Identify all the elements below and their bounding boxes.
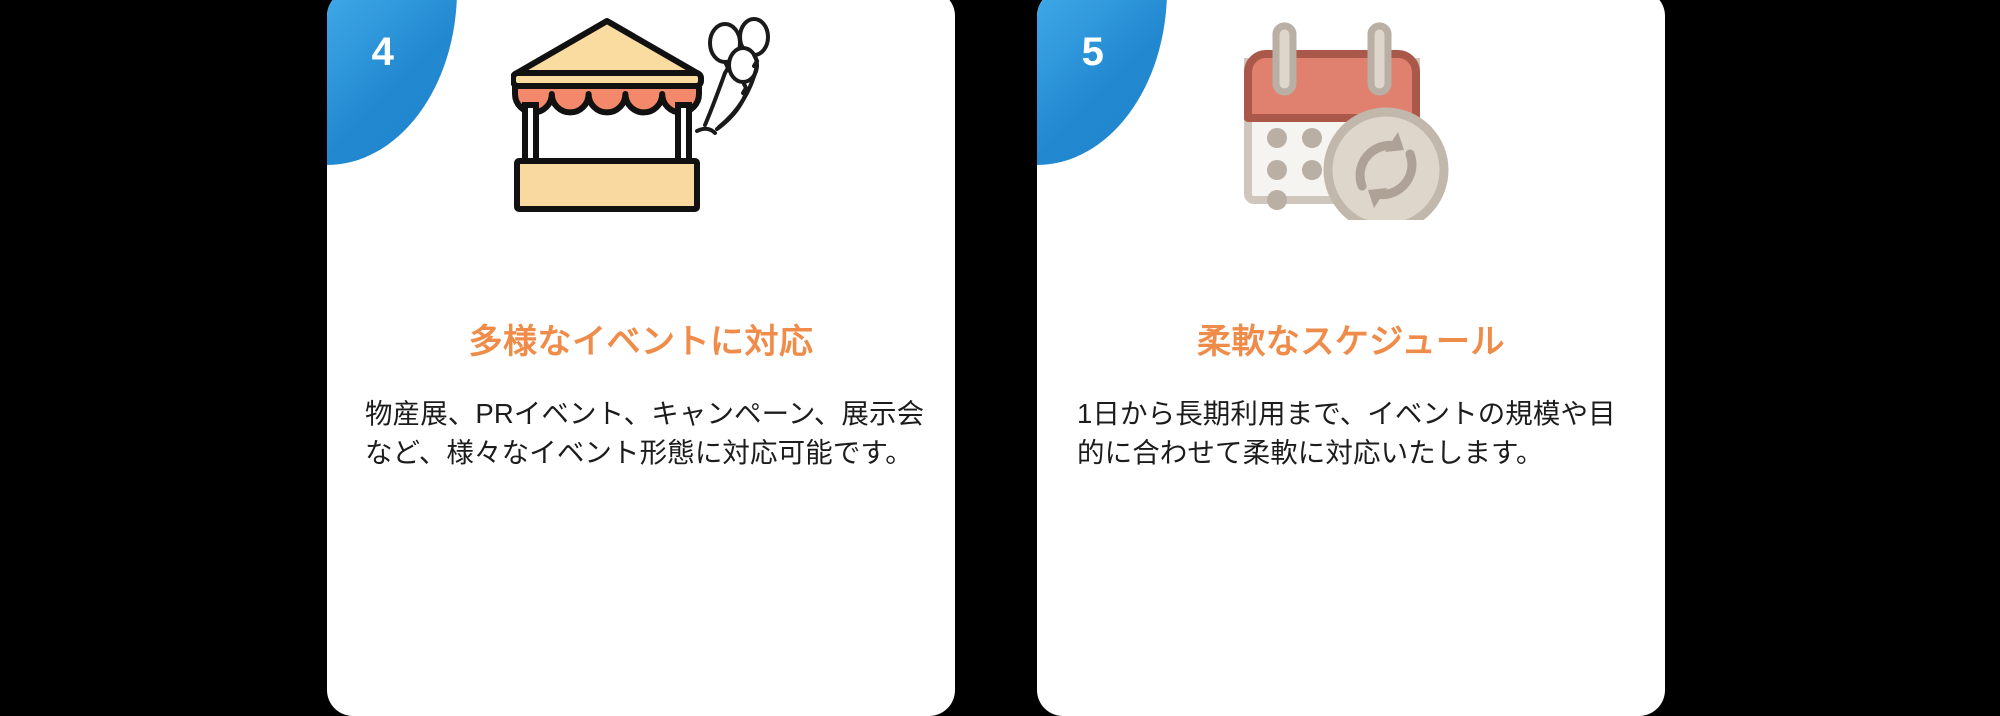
card-description: 物産展、PRイベント、キャンペーン、展示会など、様々なイベント形態に対応可能です… bbox=[365, 398, 925, 469]
market-stall-graphic bbox=[511, 17, 770, 212]
card-number-label: 5 bbox=[1081, 30, 1105, 74]
card-number-badge: 4 bbox=[327, 0, 457, 165]
feature-card[interactable]: 5 bbox=[1037, 0, 1665, 716]
card-description: 1日から長期利用まで、イベントの規模や目的に合わせて柔軟に対応いたします。 bbox=[1077, 398, 1616, 469]
calendar-refresh-icon bbox=[1037, 0, 1665, 230]
card-title: 柔軟なスケジュール bbox=[1196, 323, 1506, 361]
market-stall-icon bbox=[327, 0, 955, 230]
card-number-label: 4 bbox=[371, 30, 395, 74]
feature-card[interactable]: 4 bbox=[327, 0, 955, 716]
calendar-refresh-graphic bbox=[1244, 22, 1449, 220]
card-title: 多様なイベントに対応 bbox=[468, 323, 814, 361]
